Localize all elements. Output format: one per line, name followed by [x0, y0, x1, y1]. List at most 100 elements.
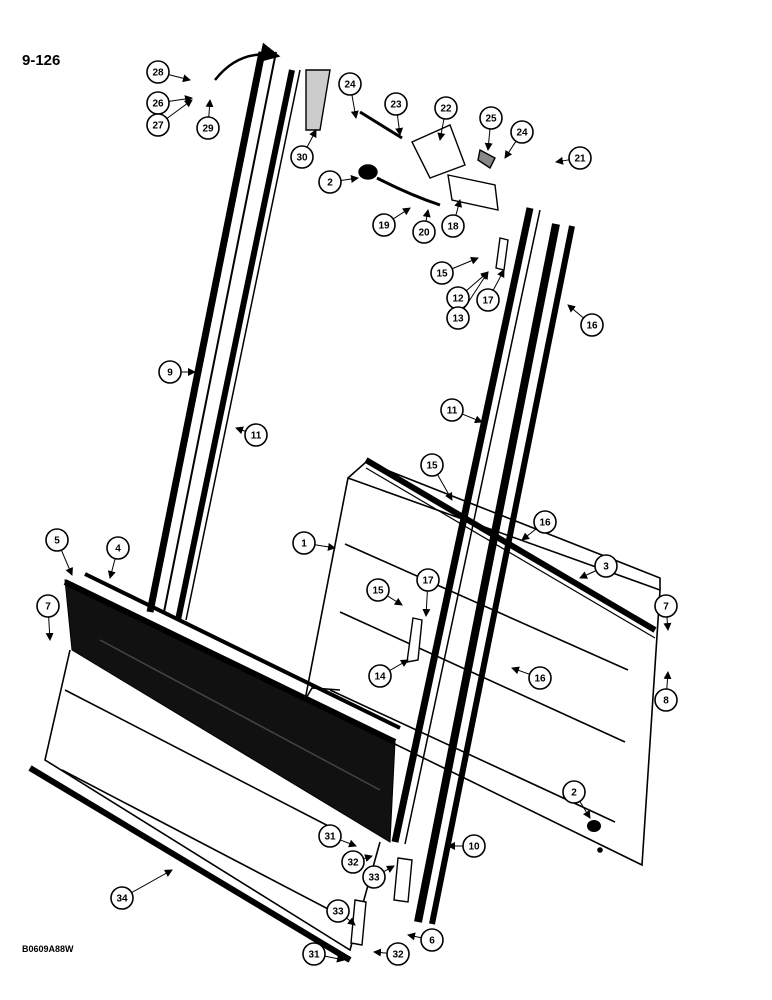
front-door-panel [63, 572, 401, 843]
callout-11: 11 [244, 423, 268, 447]
callout-number: 25 [485, 114, 497, 125]
callout-number: 24 [516, 128, 528, 139]
callout-13: 13 [446, 306, 470, 330]
callout-circle [420, 453, 444, 477]
callout-circle [580, 313, 604, 337]
callout-leader [235, 426, 246, 435]
callout-leader [346, 917, 356, 926]
callout-10: 10 [462, 834, 486, 858]
callout-leader [314, 542, 336, 551]
callout-19: 19 [372, 213, 396, 237]
callout-circle [440, 398, 464, 422]
callout-7: 7 [654, 594, 678, 618]
callout-leader [350, 94, 359, 119]
callout-leader [107, 558, 116, 579]
callout-number: 27 [152, 121, 164, 132]
callout-number: 4 [115, 544, 121, 555]
callout-number: 31 [324, 832, 336, 843]
callout-circle [430, 261, 454, 285]
callout-number: 10 [468, 842, 480, 853]
callout-16: 16 [533, 510, 557, 534]
callout-number: 2 [327, 178, 333, 189]
callout-circle [368, 664, 392, 688]
callout-leader [579, 801, 591, 819]
callout-leader [45, 616, 54, 641]
callout-leader [166, 99, 193, 119]
callout-14: 14 [368, 664, 392, 688]
callout-leader [168, 74, 191, 83]
callout-2: 2 [562, 780, 586, 804]
callout-number: 33 [368, 873, 380, 884]
callout-circle [654, 594, 678, 618]
callout-circle [528, 666, 552, 690]
callout-number: 31 [308, 950, 320, 961]
callout-15: 15 [366, 578, 390, 602]
callout-34: 34 [110, 886, 134, 910]
lower-door-frame [28, 649, 381, 963]
callout-28: 28 [146, 60, 170, 84]
leader-lines [45, 74, 672, 963]
callout-number: 9 [167, 368, 173, 379]
callout-circle [462, 834, 486, 858]
callout-12: 12 [446, 286, 470, 310]
callout-number: 14 [374, 672, 386, 683]
callout-circle [146, 113, 170, 137]
callout-number: 7 [663, 602, 669, 613]
callout-27: 27 [146, 113, 170, 137]
callout-circle [326, 899, 350, 923]
callout-number: 16 [534, 674, 546, 685]
callout-circle [533, 510, 557, 534]
callout-circle [416, 568, 440, 592]
callout-number: 21 [574, 154, 586, 165]
callout-circle [318, 824, 342, 848]
callout-number: 29 [202, 124, 214, 135]
callout-number: 7 [45, 602, 51, 613]
callout-circle [292, 531, 316, 555]
callout-leader [392, 207, 411, 220]
callout-leader [521, 528, 537, 541]
callout-circle [384, 92, 408, 116]
callout-15: 15 [430, 261, 454, 285]
callout-16: 16 [528, 666, 552, 690]
callout-leader [168, 95, 193, 103]
callout-circle [341, 850, 365, 874]
callout-circle [110, 886, 134, 910]
callout-26: 26 [146, 91, 170, 115]
callout-circle [290, 145, 314, 169]
callout-17: 17 [416, 568, 440, 592]
callout-number: 17 [482, 296, 494, 307]
callout-leader [492, 269, 505, 291]
callout-circle [562, 780, 586, 804]
callout-circle [434, 96, 458, 120]
callout-circle [45, 528, 69, 552]
callout-circle [420, 928, 444, 952]
callout-number: 22 [440, 104, 452, 115]
callout-number: 12 [452, 294, 464, 305]
callout-circle [594, 554, 618, 578]
callout-leader [555, 156, 570, 165]
callout-4: 4 [106, 536, 130, 560]
callout-leader [437, 474, 453, 501]
callout-leader [454, 199, 463, 216]
callout-circle [476, 288, 500, 312]
callout-leader [395, 114, 404, 136]
knob-lower [587, 820, 601, 832]
callout-number: 16 [586, 321, 598, 332]
callout-leader [511, 666, 530, 675]
callout-number: 33 [332, 907, 344, 918]
callout-leader [340, 839, 357, 848]
callout-number: 16 [539, 518, 551, 529]
callout-7: 7 [36, 594, 60, 618]
callout-number: 18 [447, 222, 459, 233]
callout-number: 30 [296, 153, 308, 164]
callout-22: 22 [434, 96, 458, 120]
right-rails [391, 207, 575, 925]
callout-17: 17 [476, 288, 500, 312]
callout-circle [318, 170, 342, 194]
callout-number: 32 [347, 858, 359, 869]
callout-leader [373, 948, 388, 957]
callout-number: 34 [116, 894, 128, 905]
callout-33: 33 [326, 899, 350, 923]
callout-32: 32 [341, 850, 365, 874]
